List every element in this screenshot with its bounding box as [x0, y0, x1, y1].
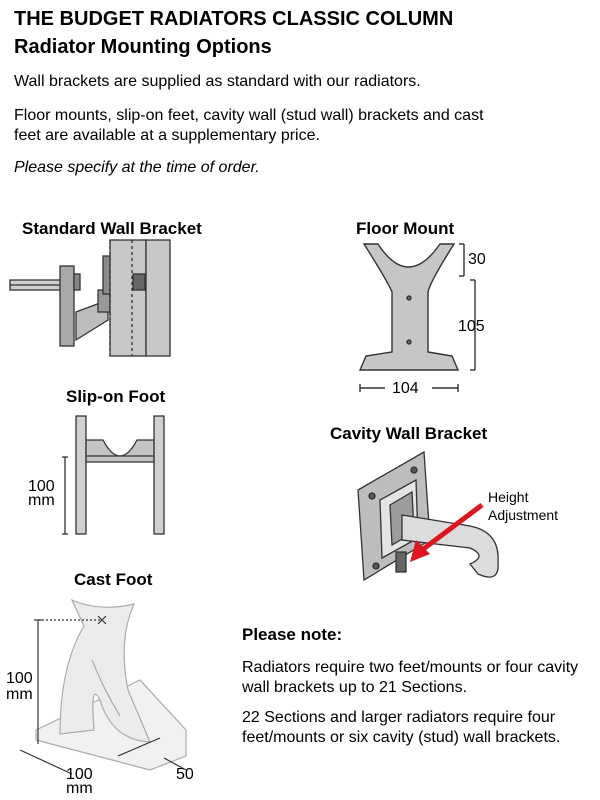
- cast-foot-illustration: [19, 598, 187, 775]
- height-adjustment-arrow: [410, 503, 484, 562]
- slip-on-foot-title: Slip-on Foot: [66, 387, 166, 406]
- note-paragraph-1: Radiators require two feet/mounts or fou…: [242, 659, 579, 696]
- cast-foot-title: Cast Foot: [74, 570, 153, 589]
- intro-line-supplementary: Floor mounts, slip-on feet, cavity wall …: [14, 107, 484, 144]
- floor-mount-dim-height: 105: [458, 318, 485, 335]
- slip-on-foot-dim-unit: mm: [28, 492, 55, 509]
- cavity-wall-bracket-illustration: [357, 450, 499, 582]
- wall-bracket-title: Standard Wall Bracket: [22, 219, 202, 238]
- floor-mount-title: Floor Mount: [356, 219, 455, 238]
- slip-on-foot-dim-height: 100: [28, 478, 55, 495]
- page-subtitle: Radiator Mounting Options: [14, 36, 272, 58]
- height-adjustment-label-1: Height: [488, 489, 529, 505]
- intro-line-standard: Wall brackets are supplied as standard w…: [14, 73, 421, 90]
- cast-foot-dim-height: 100: [6, 670, 33, 687]
- cavity-wall-bracket-title: Cavity Wall Bracket: [330, 424, 488, 443]
- cast-foot-dim-width: 100: [66, 766, 93, 783]
- intro-line-specify: Please specify at the time of order.: [14, 159, 260, 176]
- wall-bracket-illustration: [9, 239, 171, 357]
- note-heading: Please note:: [242, 625, 343, 644]
- cast-foot-dim-depth: 50: [176, 766, 194, 783]
- height-adjustment-label-2: Adjustment: [488, 507, 559, 523]
- note-paragraph-2: 22 Sections and larger radiators require…: [242, 709, 561, 746]
- floor-mount-illustration: [358, 243, 476, 392]
- floor-mount-dim-width: 104: [392, 380, 419, 397]
- page-title: THE BUDGET RADIATORS CLASSIC COLUMN: [14, 8, 454, 30]
- floor-mount-dim-top: 30: [468, 251, 486, 268]
- cast-foot-dim-width-unit: mm: [66, 780, 93, 797]
- cast-foot-dim-height-unit: mm: [6, 686, 33, 703]
- slip-on-foot-illustration: [62, 415, 165, 535]
